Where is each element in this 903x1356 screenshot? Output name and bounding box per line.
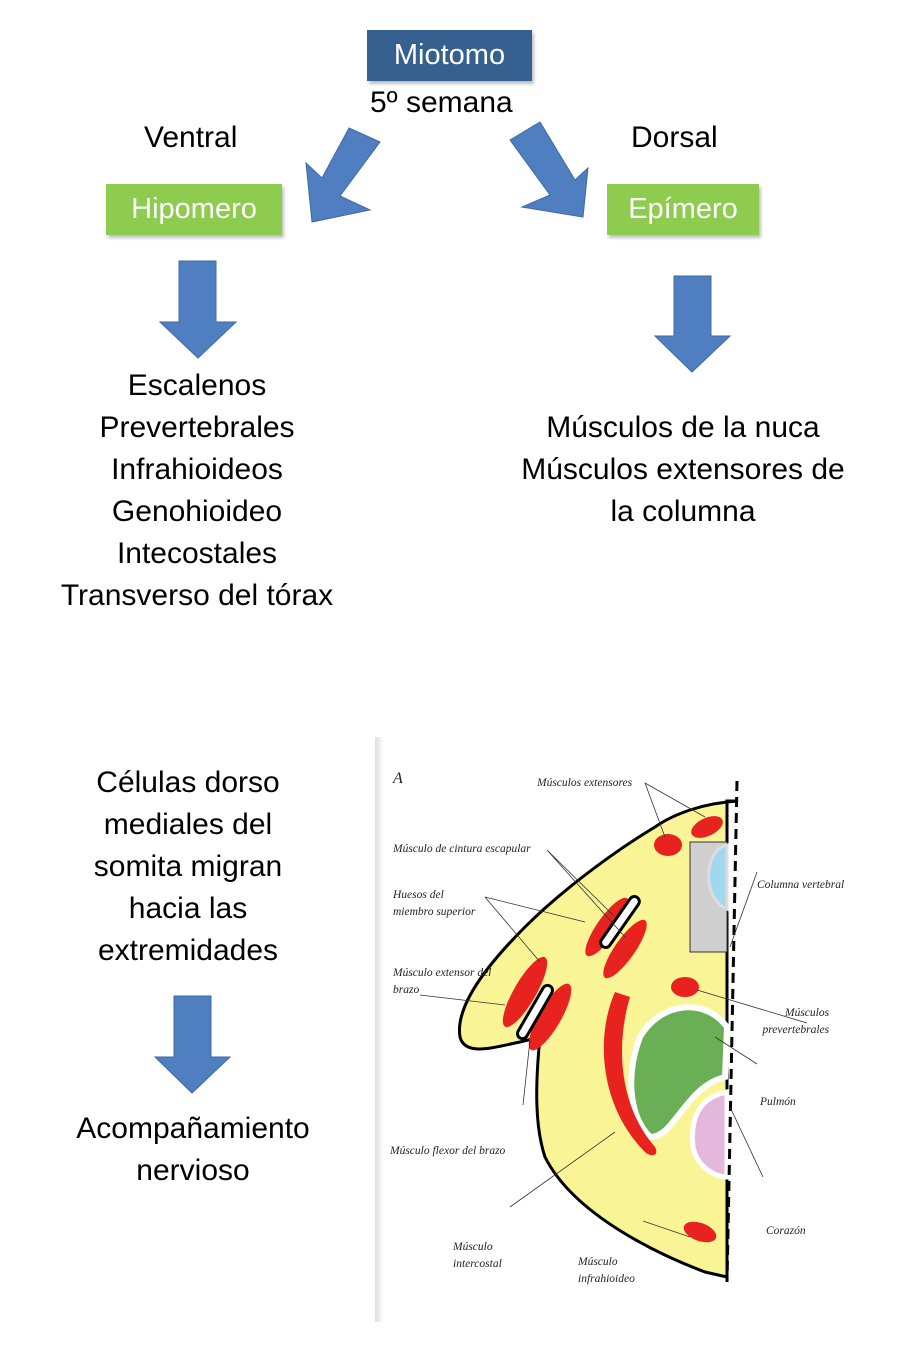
text-line: Acompañamiento (76, 1112, 310, 1145)
midline (725, 780, 739, 1283)
label-extensor-brazo: Músculo extensor del brazo (393, 965, 491, 999)
text-line: mediales del (103, 808, 273, 841)
list-item: la columna (610, 495, 756, 528)
list-item: Escalenos (127, 369, 267, 402)
label-prevertebrales: Músculos prevertebrales (762, 1005, 830, 1039)
anatomy-figure: A Músculos extensores Músculo de cintura… (375, 737, 880, 1322)
miotomo-box: Miotomo (367, 30, 532, 81)
label-line: Huesos del (393, 889, 444, 901)
label-musculos-extensores: Músculos extensores (537, 777, 633, 789)
dorsal-label: Dorsal (631, 121, 718, 154)
list-item: Músculos de la nuca (546, 411, 820, 444)
label-line: infrahioideo (578, 1273, 635, 1285)
arrow-down-icon (158, 260, 238, 359)
label-line: Músculo extensor del (393, 967, 492, 979)
panel-letter: A (393, 770, 403, 787)
label-line: prevertebrales (762, 1024, 830, 1036)
tissue-body (457, 799, 739, 1279)
epimero-box: Epímero (607, 184, 759, 235)
migration-text: Células dorso mediales del somita migran… (28, 762, 348, 972)
label-huesos: Huesos del miembro superior (393, 887, 475, 921)
label-line: Músculo (578, 1256, 618, 1268)
label-columna-vertebral: Columna vertebral (757, 879, 845, 891)
label-pulmon: Pulmón (760, 1096, 796, 1108)
text-line: somita migran (93, 850, 283, 883)
text-line: Células dorso (96, 766, 280, 799)
text-line: nervioso (136, 1154, 250, 1187)
epimero-muscle-list: Músculos de la nuca Músculos extensores … (483, 407, 883, 533)
lung (628, 1004, 731, 1141)
text-line: hacia las (128, 892, 248, 925)
label-line: miembro superior (393, 906, 476, 918)
hipomero-muscle-list: Escalenos Prevertebrales Infrahioideos G… (17, 365, 377, 617)
label-cintura-escapular: Músculo de cintura escapular (393, 843, 531, 855)
week-label: 5º semana (370, 86, 513, 119)
cross-section-drawing (419, 780, 808, 1283)
label-line: brazo (393, 984, 420, 996)
text-line: extremidades (97, 934, 279, 967)
label-line: Músculo (453, 1241, 493, 1253)
arrow-down-icon (653, 275, 732, 373)
list-item: Músculos extensores de (521, 453, 845, 486)
arrow-down-right-icon (509, 121, 589, 218)
list-item: Infrahioideos (111, 453, 283, 486)
label-intercostal: Músculo intercostal (453, 1239, 502, 1273)
arrow-down-icon (153, 995, 232, 1094)
label-line: Músculos (785, 1007, 830, 1019)
label-flexor-brazo: Músculo flexor del brazo (390, 1145, 506, 1157)
list-item: Intecostales (116, 537, 278, 570)
label-infrahioideo: Músculo infrahioideo (578, 1254, 635, 1288)
result-text: Acompañamiento nervioso (33, 1108, 353, 1192)
label-line: intercostal (453, 1258, 502, 1270)
arrow-down-left-icon (305, 127, 381, 223)
page-edge-shadow (375, 737, 384, 1322)
hipomero-box: Hipomero (106, 184, 282, 235)
list-item: Transverso del tórax (60, 579, 334, 612)
list-item: Genohioideo (111, 495, 283, 528)
ventral-label: Ventral (144, 121, 238, 154)
spinal-column (707, 843, 729, 912)
heart (689, 1088, 730, 1180)
label-corazon: Corazón (766, 1225, 806, 1237)
list-item: Prevertebrales (99, 411, 295, 444)
